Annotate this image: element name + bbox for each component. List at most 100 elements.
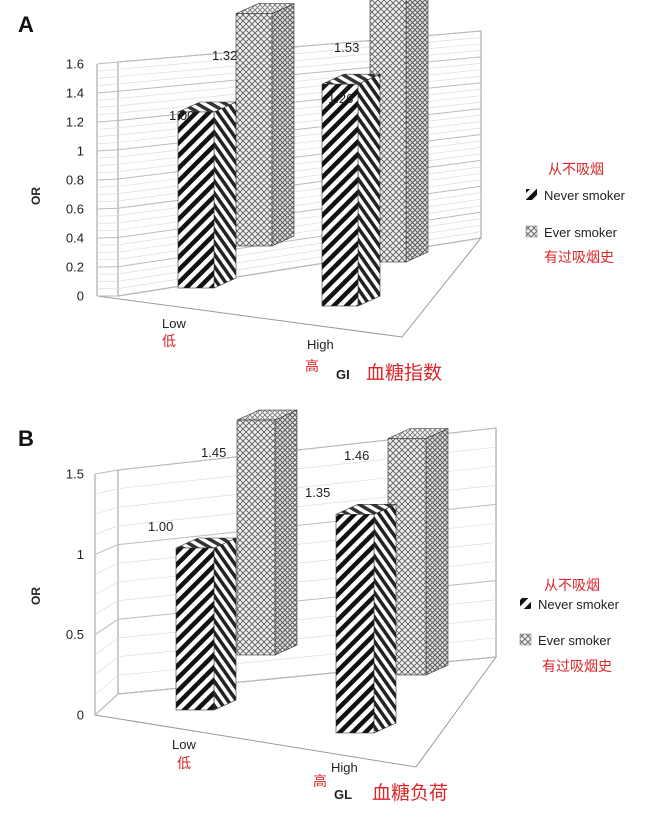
bar-side <box>213 101 237 289</box>
y-tick-label: 0.8 <box>66 173 84 188</box>
data-labels-b: 1.001.451.351.46 <box>148 445 369 534</box>
bar-front <box>235 13 273 247</box>
gridline-minor <box>96 171 119 174</box>
legend-ever-swatch-b <box>519 633 532 646</box>
legend-never-swatch-a <box>526 189 537 200</box>
bar-front <box>335 513 375 734</box>
data-label: 1.00 <box>169 108 194 123</box>
y-tick-label: 1.5 <box>66 467 84 482</box>
gridline-minor <box>96 222 119 224</box>
gridline-minor <box>96 83 119 87</box>
gridline-minor <box>96 105 119 108</box>
gridline-side <box>96 61 119 65</box>
data-label: 1.53 <box>334 40 359 55</box>
gridline-minor <box>96 98 119 101</box>
legend-ever-cn-a: 有过吸烟史 <box>544 250 614 266</box>
gridline-minor <box>94 637 119 656</box>
gridline-minor <box>96 193 119 195</box>
legend-ever-b: Ever smoker <box>538 633 612 648</box>
category-label-high-cn-a: 高 <box>305 358 319 375</box>
gridline-side <box>96 178 119 181</box>
data-label: 1.46 <box>344 448 369 463</box>
bar-front <box>321 83 359 307</box>
panel-letter-b: B <box>18 426 34 451</box>
bar-side <box>373 503 397 734</box>
gridline-minor <box>94 506 119 515</box>
gridline-minor <box>96 215 119 217</box>
gridline-side <box>94 544 119 555</box>
y-tick-labels-b: 00.511.5 <box>66 467 84 723</box>
panel-letter-a: A <box>18 12 34 37</box>
category-label-low-b: Low <box>172 737 196 752</box>
gridline-side <box>96 149 119 152</box>
bar-front <box>177 111 215 289</box>
category-label-high-a: High <box>307 337 334 352</box>
gridline-side <box>94 693 119 716</box>
chart-panel-b: B 00.511.5 OR 1.001.451.351.46 Low 低 Hig… <box>18 409 620 804</box>
category-label-high-b: High <box>331 760 358 775</box>
legend-b: 从不吸烟 Never smoker Ever smoker 有过吸烟史 <box>519 578 620 675</box>
data-labels-a: 1.00 1.32 1.26 1.53 <box>169 40 359 123</box>
gridline-side <box>94 618 119 636</box>
gridline-minor <box>94 581 119 595</box>
y-tick-label: 0.2 <box>66 260 84 275</box>
bar-front <box>236 419 276 656</box>
chart-panel-a: A 00.20.40.60.811.21.41.6 OR 1.001.321.2… <box>18 0 626 384</box>
x-axis-label-b: GL <box>334 787 352 802</box>
bar-front <box>175 547 215 711</box>
bar-never-smoker-low <box>175 537 237 711</box>
gridline-side <box>96 90 119 94</box>
data-label: 1.26 <box>328 91 353 106</box>
y-tick-label: 1.4 <box>66 86 84 101</box>
bar-side <box>357 73 381 307</box>
legend-never-a: Never smoker <box>544 188 626 203</box>
gridline-minor <box>94 656 119 676</box>
gridline-side <box>96 237 119 239</box>
gridline-side <box>94 469 119 475</box>
category-label-low-cn-b: 低 <box>177 756 191 772</box>
legend-a: 从不吸烟 Never smoker Ever smoker 有过吸烟史 <box>525 162 626 266</box>
gridline-minor <box>96 127 119 130</box>
legend-never-cn-b: 从不吸烟 <box>544 578 600 594</box>
y-axis-label-b: OR <box>29 587 43 605</box>
category-label-low-a: Low <box>162 316 186 331</box>
data-label: 1.45 <box>201 445 226 460</box>
gridline-minor <box>94 675 119 696</box>
bar-ever-smoker-high <box>387 428 449 676</box>
gridline-minor <box>94 488 119 495</box>
data-label: 1.00 <box>148 519 173 534</box>
gridline-minor <box>94 600 119 615</box>
bar-side <box>213 537 237 711</box>
bar-side <box>271 3 295 247</box>
y-tick-label: 0.4 <box>66 231 84 246</box>
bar-ever-smoker-low <box>235 3 295 247</box>
y-tick-label: 0.6 <box>66 202 84 217</box>
bars-b <box>175 409 449 734</box>
gridline-minor <box>96 156 119 159</box>
gridline-side <box>96 120 119 123</box>
y-tick-label: 1.6 <box>66 57 84 72</box>
bar-never-smoker-low <box>177 101 237 289</box>
gridline-minor <box>96 229 119 232</box>
gridline-minor <box>96 142 119 145</box>
y-tick-label: 1.2 <box>66 115 84 130</box>
bar-side <box>274 409 298 656</box>
floor <box>93 656 498 768</box>
x-axis-label-cn-b: 血糖负荷 <box>372 782 448 804</box>
legend-ever-cn-b: 有过吸烟史 <box>542 659 612 675</box>
gridline-minor <box>94 563 119 575</box>
y-axis-label-a: OR <box>29 187 43 205</box>
gridline-minor <box>96 76 119 79</box>
y-tick-label: 0.5 <box>66 627 84 642</box>
category-label-low-cn-a: 低 <box>162 334 176 350</box>
gridline-minor <box>96 164 119 166</box>
gridline-minor <box>96 112 119 116</box>
legend-ever-a: Ever smoker <box>544 225 618 240</box>
gridline-minor <box>96 68 119 72</box>
data-label: 1.32 <box>212 48 237 63</box>
y-tick-label: 1 <box>77 144 84 159</box>
gridline-minor <box>96 185 119 188</box>
legend-never-b: Never smoker <box>538 597 620 612</box>
bars-a <box>177 0 429 307</box>
